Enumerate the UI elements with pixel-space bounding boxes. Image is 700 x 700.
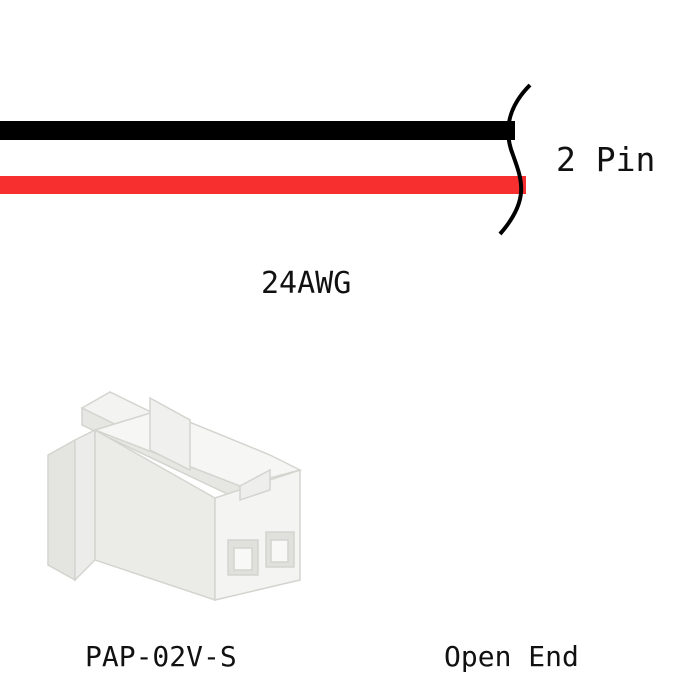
wire-gauge-label: 24AWG [261,266,352,301]
black-wire [0,121,515,140]
open-end-label: Open End [444,640,579,673]
curly-brace [498,83,532,236]
connector-housing-image [47,391,303,602]
pin-count-label: 2 Pin [556,140,656,179]
red-wire [0,176,526,194]
connector-label: PAP-02V-S [85,640,237,673]
